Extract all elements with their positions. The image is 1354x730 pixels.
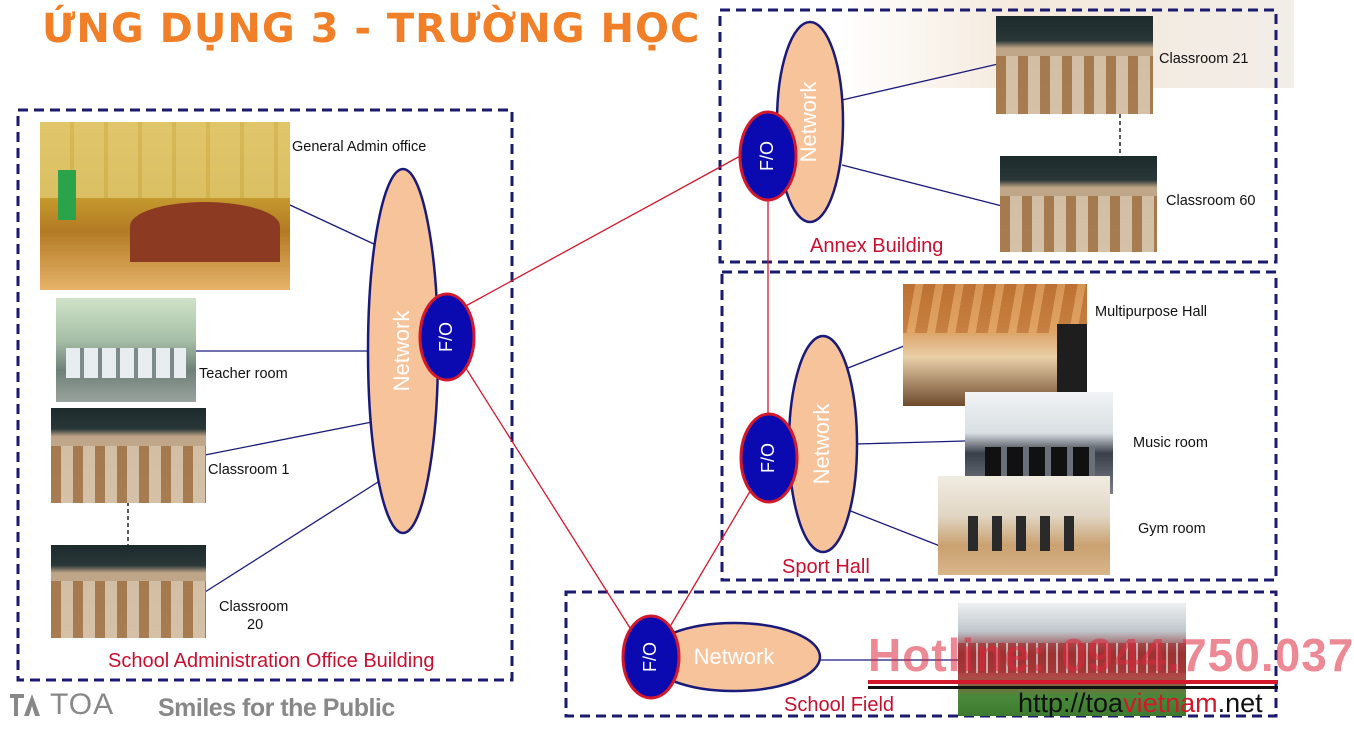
classroom-21-photo (996, 16, 1153, 114)
fiber-link-admin-field (461, 361, 631, 629)
link-classroom-1 (204, 421, 373, 456)
sport-network-label: Network (809, 403, 834, 485)
link-admin-office (289, 204, 377, 246)
admin-network-label: Network (389, 310, 414, 392)
sport-fo-node (739, 412, 799, 504)
hotline-underline-red (868, 680, 1278, 684)
admin-building-box (16, 108, 514, 682)
website-url-suffix: .net (1217, 688, 1263, 718)
brand-slogan: Smiles for the Public (158, 694, 395, 722)
annex-fo-label: F/O (757, 141, 777, 171)
hotline-watermark: Hotline: 0944.750.037 (868, 629, 1354, 681)
toa-brand-name: TOA (50, 688, 115, 721)
link-multipurpose-hall (847, 345, 905, 369)
admin-fo-label: F/O (436, 322, 456, 352)
school-field-box (564, 590, 1278, 718)
annex-network-label: Network (796, 81, 821, 163)
fiber-link-admin-annex (461, 154, 743, 309)
room-label-general-admin-office: General Admin office (292, 139, 427, 155)
hotline-underline-black (868, 686, 1278, 689)
field-network-label: Network (694, 644, 776, 669)
multipurpose-hall-photo (903, 284, 1087, 406)
toa-logo-icon (10, 694, 40, 716)
building-label-annex: Annex Building (810, 235, 944, 257)
building-label-school-field: School Field (784, 694, 895, 716)
building-label-admin: School Administration Office Building (108, 650, 435, 672)
room-label-classroom-21: Classroom 21 (1159, 51, 1249, 67)
classroom-60-photo (1000, 156, 1157, 252)
link-gym-room (847, 509, 941, 547)
annex-building-box (718, 8, 1278, 264)
field-fo-label: F/O (640, 642, 660, 672)
sport-hall-box (720, 270, 1278, 582)
school-field-photo (958, 603, 1186, 716)
website-url-highlight: vietnam (1123, 688, 1218, 718)
page-title: ỨNG DỤNG 3 - TRƯỜNG HỌC (42, 6, 701, 52)
fiber-link-sport-field (667, 487, 753, 631)
room-label-classroom-20-line2: 20 (247, 617, 264, 633)
classroom-20-photo (51, 545, 206, 638)
annex-fo-node (738, 110, 798, 202)
room-label-teacher-room: Teacher room (199, 366, 288, 382)
link-classroom-20 (204, 481, 379, 593)
room-label-classroom-60: Classroom 60 (1166, 193, 1256, 209)
link-classroom-21 (841, 63, 999, 101)
field-fo-node (621, 614, 681, 700)
room-label-classroom-20-line1: Classroom (219, 599, 289, 615)
room-label-multipurpose-hall: Multipurpose Hall (1095, 304, 1208, 320)
sport-fo-label: F/O (758, 443, 778, 473)
classroom-1-photo (51, 408, 206, 503)
room-label-gym-room: Gym room (1138, 521, 1206, 537)
website-url-prefix: http://toa (1018, 688, 1124, 718)
network-diagram: Network F/O Network F/O Network F/O Netw… (16, 8, 1278, 718)
admin-office-photo (40, 122, 290, 290)
room-label-classroom-1: Classroom 1 (208, 462, 290, 478)
toa-brand: TOA (8, 688, 114, 722)
gym-room-photo (938, 476, 1110, 575)
link-music-room (855, 440, 966, 445)
admin-fo-node (418, 292, 476, 382)
website-url[interactable]: http://toavietnam.net (1018, 688, 1263, 719)
link-classroom-60 (841, 164, 1003, 207)
building-label-sport-hall: Sport Hall (782, 556, 870, 578)
room-label-music-room: Music room (1133, 435, 1208, 451)
teacher-room-photo (56, 298, 196, 402)
